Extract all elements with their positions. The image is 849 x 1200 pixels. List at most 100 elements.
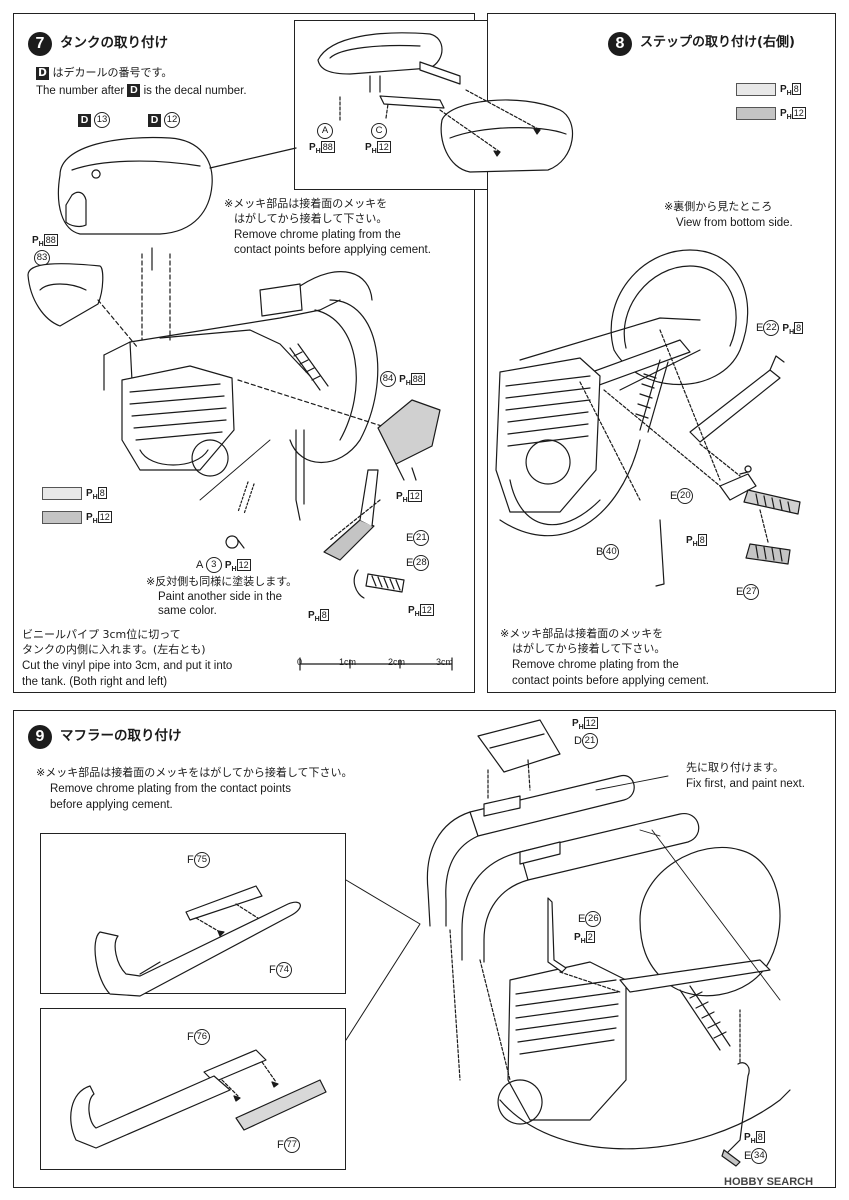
chrome-note-jp: ※メッキ部品は接着面のメッキをはがしてから接着して下さい。	[36, 766, 353, 779]
decal-note-en: The number after D is the decal number.	[36, 84, 247, 98]
chrome-note-en-2: before applying cement.	[50, 799, 173, 811]
chrome-note-jp-2: はがしてから接着して下さい。	[234, 212, 388, 225]
decal-note-en-a: The number after	[36, 85, 125, 97]
scale-3cm: 3cm	[436, 657, 454, 667]
vinyl-note-jp-1: ビニールパイプ 3cm位に切って	[22, 628, 181, 641]
fix-first-en: Fix first, and paint next.	[686, 778, 805, 790]
decal-12-num: 12	[164, 112, 181, 128]
step-8-title: ステップの取り付け(右側)	[640, 35, 795, 50]
part-26-num: 26	[585, 911, 602, 927]
step-number-8: 8	[608, 32, 632, 56]
chrome-note-jp-1: ※メッキ部品は接着面のメッキを	[500, 627, 664, 640]
paint-other-jp: ※反対側も同様に塗装します。	[146, 575, 298, 588]
part-75-num: 75	[193, 852, 210, 868]
part-21-num: 21	[581, 733, 598, 749]
paint-swatch-8	[736, 83, 776, 96]
part-20-num: 20	[677, 488, 694, 504]
step9-drawing	[345, 719, 791, 1167]
part-c-label: C	[371, 123, 387, 139]
chrome-note-en-2: contact points before applying cement.	[234, 244, 431, 256]
paint-other-en-1: Paint another side in the	[158, 591, 283, 603]
frame-drawing	[103, 271, 379, 477]
part-76-num: 76	[193, 1029, 210, 1045]
chrome-note-en-1: Remove chrome plating from the	[512, 659, 679, 671]
part-27-num: 27	[743, 584, 760, 600]
step-7-title: タンクの取り付け	[60, 35, 168, 51]
paint-swatch-8	[42, 487, 82, 500]
part-34-num: 34	[751, 1148, 768, 1164]
part-84-num: 84	[380, 371, 396, 387]
paint-swatch-12	[42, 511, 82, 524]
chrome-note-jp-1: ※メッキ部品は接着面のメッキを	[224, 197, 388, 210]
part-c-letter: C	[371, 123, 387, 139]
decal-letter-box-en: D	[127, 84, 141, 98]
watermark: HOBBY SEARCH	[724, 1176, 814, 1188]
part-22-num: 22	[763, 320, 780, 336]
step8-drawing	[495, 249, 801, 587]
part-21-num: 21	[413, 530, 430, 546]
chrome-note-en-1: Remove chrome plating from the contact p…	[50, 783, 291, 795]
vinyl-note-jp-2: タンクの内側に入れます。(左右とも)	[22, 643, 206, 656]
decal-13-label: D 13	[78, 112, 111, 128]
leader	[209, 147, 297, 169]
part-a-letter: A	[317, 123, 333, 139]
vinyl-note-en-2: the tank. (Both right and left)	[22, 676, 168, 688]
step-9-title: マフラーの取り付け	[60, 728, 182, 744]
part-74-num: 74	[275, 962, 292, 978]
vinyl-note-en-1: Cut the vinyl pipe into 3cm, and put it …	[22, 660, 233, 672]
step-number-9: 9	[28, 725, 52, 749]
chrome-note-en-1: Remove chrome plating from the	[234, 229, 401, 241]
muffler-inset-2-drawing	[70, 1049, 327, 1149]
decal-note-jp-text: はデカールの番号です。	[52, 66, 173, 79]
scale-1cm: 1cm	[339, 657, 357, 667]
chrome-note-jp-2: はがしてから接着して下さい。	[512, 642, 666, 655]
part-77-num: 77	[283, 1137, 300, 1153]
decal-letter: D	[78, 113, 91, 127]
paint-other-en-2: same color.	[158, 605, 217, 617]
part-40-num: 40	[603, 544, 620, 560]
tank-inset-drawing	[317, 32, 574, 173]
paint-swatch-12	[736, 107, 776, 120]
decal-note-jp: D はデカールの番号です。	[36, 66, 172, 80]
fuel-tank-drawing	[57, 136, 213, 235]
chrome-note-en-2: contact points before applying cement.	[512, 675, 709, 687]
decal-note-en-b: is the decal number.	[143, 85, 247, 97]
fix-first-jp: 先に取り付けます。	[686, 761, 784, 774]
